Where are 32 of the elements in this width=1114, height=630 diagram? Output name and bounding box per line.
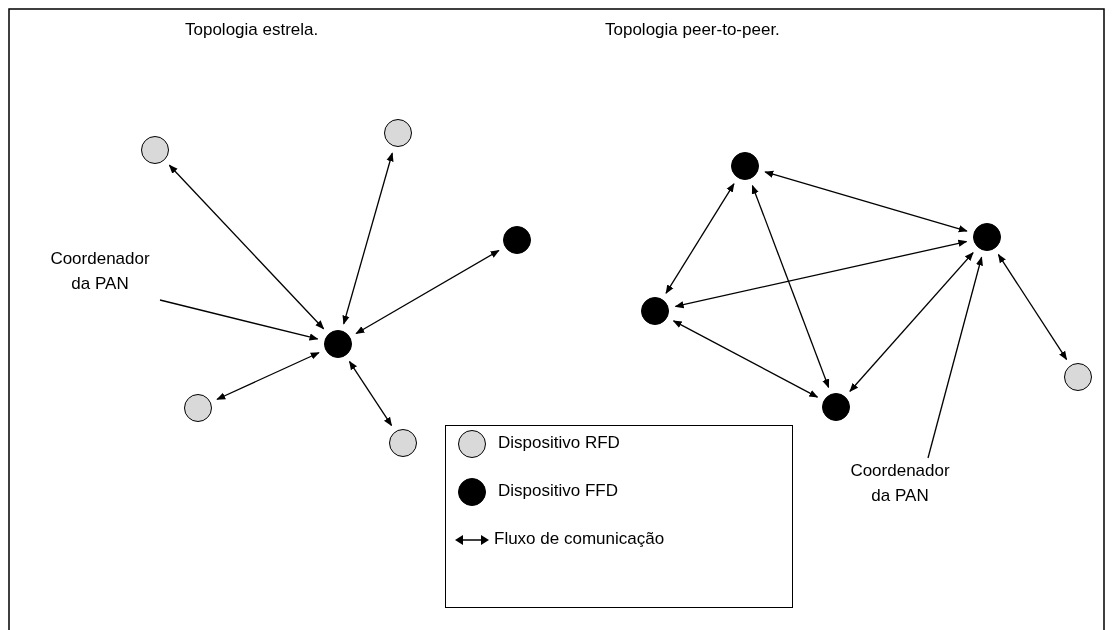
rfd-device-node [184, 394, 212, 422]
ffd-device-node [731, 152, 759, 180]
double-arrow [342, 152, 394, 325]
ffd-device-node [324, 330, 352, 358]
double-arrow [665, 183, 735, 294]
rfd-device-node [1064, 363, 1092, 391]
legend-label: Dispositivo RFD [498, 433, 620, 453]
ffd-device-node [641, 297, 669, 325]
double-arrow [355, 249, 500, 335]
leader-arrow [159, 299, 319, 341]
rfd-device-node [389, 429, 417, 457]
double-arrow [216, 352, 320, 400]
double-arrow [849, 252, 974, 392]
rfd-device-node [384, 119, 412, 147]
double-arrow [348, 360, 393, 427]
double-arrow [751, 184, 830, 389]
callout-text: Coordenador da PAN [840, 458, 960, 508]
double-arrow [997, 253, 1068, 361]
ffd-device-node [503, 226, 531, 254]
double-arrow [764, 170, 968, 233]
section-heading: Topologia peer-to-peer. [605, 20, 780, 40]
rfd-device-node [141, 136, 169, 164]
leader-arrow [927, 256, 983, 459]
ffd-device-node [973, 223, 1001, 251]
legend-label: Fluxo de comunicação [494, 529, 665, 549]
ffd-device-node [822, 393, 850, 421]
callout-text: Coordenador da PAN [40, 246, 160, 296]
section-heading: Topologia estrela. [185, 20, 319, 40]
double-arrow [674, 239, 968, 309]
legend-label: Dispositivo FFD [498, 481, 618, 501]
double-arrow [672, 320, 819, 398]
double-arrow [168, 164, 325, 330]
